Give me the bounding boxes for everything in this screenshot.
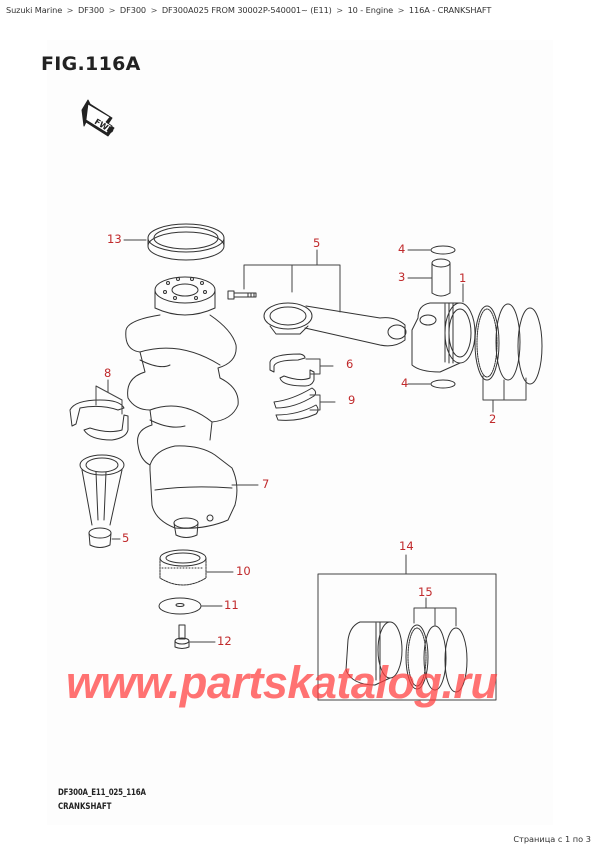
- piston-pin-part[interactable]: [431, 258, 451, 297]
- breadcrumb-separator: >: [108, 5, 116, 15]
- piston-part[interactable]: [411, 302, 476, 373]
- callout-1[interactable]: 1: [459, 271, 467, 285]
- breadcrumb-separator: >: [397, 5, 405, 15]
- callout-5[interactable]: 5: [313, 236, 321, 250]
- circlip-part[interactable]: [430, 379, 456, 389]
- oil-seal-part[interactable]: [147, 223, 225, 261]
- washer-part[interactable]: [158, 597, 202, 615]
- bolt-part[interactable]: [174, 624, 190, 649]
- page-indicator: Страница с 1 по 3: [513, 834, 591, 844]
- breadcrumb-item-suzuki-marine[interactable]: Suzuki Marine: [6, 5, 63, 15]
- callout-4[interactable]: 4: [398, 242, 406, 256]
- breadcrumb-item-df300[interactable]: DF300: [77, 5, 105, 15]
- conrod-bearing-part[interactable]: [269, 353, 315, 387]
- callout-6[interactable]: 6: [346, 357, 354, 371]
- breadcrumb-separator: >: [66, 5, 74, 15]
- callout-9[interactable]: 9: [348, 393, 356, 407]
- callout-14[interactable]: 14: [399, 539, 414, 553]
- callout-3[interactable]: 3: [398, 270, 406, 284]
- crank-timing-gear-part[interactable]: [159, 549, 207, 586]
- connecting-rod-part[interactable]: [79, 454, 125, 548]
- bolt-conrod-part[interactable]: [227, 290, 257, 300]
- breadcrumb-separator: >: [336, 5, 344, 15]
- thrust-washer-part[interactable]: [273, 387, 319, 421]
- crankshaft-bearing-part[interactable]: [69, 399, 129, 441]
- figure-title: FIG.116A: [41, 53, 141, 75]
- callout-4[interactable]: 4: [401, 376, 409, 390]
- oversize-piston-kit-box[interactable]: [317, 573, 497, 701]
- breadcrumb-separator: >: [150, 5, 158, 15]
- piston-ring-set-part[interactable]: [474, 303, 543, 385]
- callout-11[interactable]: 11: [224, 598, 239, 612]
- breadcrumb-item-df300a025[interactable]: DF300A025 FROM 30002P-540001~ (E11): [161, 5, 332, 15]
- diagram-panel: [47, 40, 553, 825]
- callout-7[interactable]: 7: [262, 477, 270, 491]
- breadcrumb-item-crankshaft: 116A - CRANKSHAFT: [408, 5, 492, 15]
- callout-10[interactable]: 10: [236, 564, 251, 578]
- watermark: www.partskatalog.ru: [66, 657, 498, 708]
- circlip-part[interactable]: [430, 245, 456, 255]
- breadcrumb-item-df300-model[interactable]: DF300: [119, 5, 147, 15]
- callout-13[interactable]: 13: [107, 232, 122, 246]
- fwd-arrow-icon: FWD: [81, 99, 116, 137]
- breadcrumb-item-engine[interactable]: 10 - Engine: [347, 5, 394, 15]
- connecting-rod-part[interactable]: [263, 302, 407, 347]
- callout-8[interactable]: 8: [104, 366, 112, 380]
- callout-12[interactable]: 12: [217, 634, 232, 648]
- crankshaft-part[interactable]: [125, 276, 239, 538]
- callout-15[interactable]: 15: [418, 585, 433, 599]
- figure-code: DF300A_E11_025_116A: [58, 788, 146, 798]
- callout-5[interactable]: 5: [122, 531, 130, 545]
- figure-name: CRANKSHAFT: [58, 802, 112, 812]
- breadcrumb: Suzuki Marine > DF300 > DF300 > DF300A02…: [6, 5, 491, 19]
- callout-2[interactable]: 2: [489, 412, 497, 426]
